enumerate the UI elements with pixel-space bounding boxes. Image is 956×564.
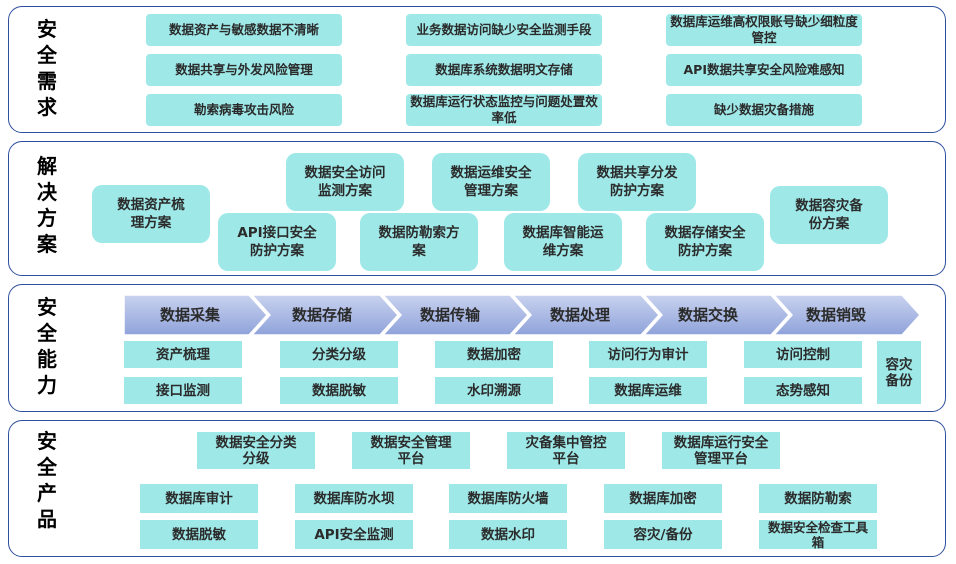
req-db-monitor: 数据库运行状态监控与问题处置效率低 [406,94,602,126]
sol-disaster-backup: 数据容灾备份方案 [770,186,888,244]
prod-desensitize: 数据脱敏 [140,520,258,549]
cap-disaster-backup: 容灾备份 [877,341,921,404]
capabilities-title: 安全能力 [37,295,57,397]
prod-dr-control: 灾备集中管控平台 [507,432,625,469]
prod-db-audit: 数据库审计 [140,484,258,513]
flow-stage-transmit: 数据传输 [420,306,481,324]
flow-stage-destroy: 数据销毁 [806,306,867,324]
req-disaster-recovery: 缺少数据灾备措施 [666,94,862,126]
prod-watermark: 数据水印 [449,520,567,549]
flow-stage-arrow [511,295,661,335]
cap-watermark-trace: 水印溯源 [435,377,553,404]
flow-stage-exchange: 数据交换 [678,306,739,324]
cap-encrypt: 数据加密 [435,341,553,368]
sol-api-protect: API接口安全防护方案 [218,213,336,271]
req-ops-privilege: 数据库运维高权限账号缺少细粒度管控 [666,14,862,46]
prod-dr-backup: 容灾/备份 [604,520,722,549]
req-api-risk: API数据共享安全风险难感知 [666,54,862,86]
flow-stage-arrow [642,295,791,335]
sol-share-protect: 数据共享分发防护方案 [578,153,696,211]
requirements-title: 安全需求 [37,17,57,119]
prod-classify: 数据安全分类分级 [197,432,315,469]
sol-storage-protect: 数据存储安全防护方案 [646,213,764,271]
prod-db-firewall: 数据库防火墙 [449,484,567,513]
cap-db-ops: 数据库运维 [589,377,707,404]
cap-interface-monitor: 接口监测 [124,377,242,404]
flow-stage-arrow [250,295,400,335]
prod-db-dam: 数据库防水坝 [295,484,413,513]
cap-access-control: 访问控制 [744,341,862,368]
prod-db-encrypt: 数据库加密 [604,484,722,513]
products-title: 安全产品 [37,429,57,531]
cap-desensitize: 数据脱敏 [280,377,398,404]
cap-classify: 分类分级 [280,341,398,368]
lifecycle-flow: 数据采集 数据存储 数据传输 数据处理 数据交换 数据销毁 [124,295,922,335]
prod-api-monitor: API安全监测 [295,520,413,549]
req-access-monitor: 业务数据访问缺少安全监测手段 [406,14,602,46]
req-plaintext-storage: 数据库系统数据明文存储 [406,54,602,86]
prod-security-mgmt: 数据安全管理平台 [352,432,470,469]
sol-db-smart-ops: 数据库智能运维方案 [504,213,622,271]
flow-stage-arrow [381,295,530,335]
req-asset-unclear: 数据资产与敏感数据不清晰 [146,14,342,46]
flow-stage-arrow [772,295,922,335]
cap-situation-awareness: 态势感知 [744,377,862,404]
sol-ops-security: 数据运维安全管理方案 [432,153,550,211]
flow-stage-process: 数据处理 [550,306,610,324]
prod-check-toolbox: 数据安全检查工具箱 [759,520,877,550]
flow-stage-arrow [124,295,269,335]
flow-stage-store: 数据存储 [292,306,352,324]
sol-anti-ransom: 数据防勒索方案 [360,213,478,271]
req-share-risk: 数据共享与外发风险管理 [146,54,342,86]
flow-stage-collect: 数据采集 [160,306,221,324]
req-ransomware: 勒索病毒攻击风险 [146,94,342,126]
prod-anti-ransom: 数据防勒索 [759,484,877,513]
cap-asset-sort: 资产梳理 [124,341,242,368]
solutions-title: 解决方案 [37,154,57,256]
sol-access-monitor: 数据安全访问监测方案 [286,153,404,211]
prod-db-run-security: 数据库运行安全管理平台 [662,432,780,469]
sol-asset: 数据资产梳理方案 [92,185,210,243]
cap-access-audit: 访问行为审计 [589,341,707,368]
